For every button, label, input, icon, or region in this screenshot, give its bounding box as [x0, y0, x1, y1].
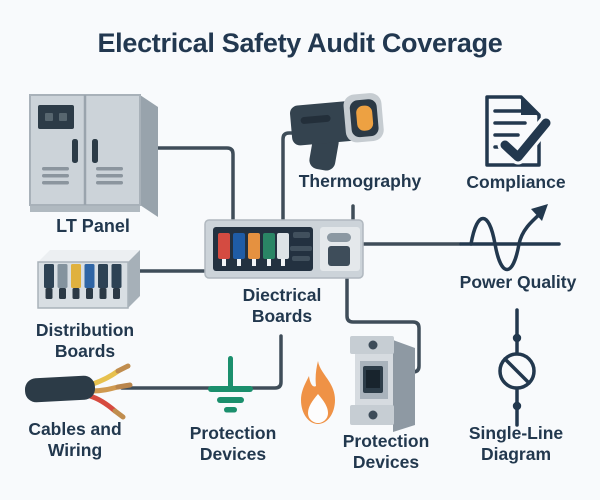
label-cables-wiring: Cables and Wiring [28, 419, 122, 460]
distribution-breakers [44, 264, 122, 299]
label-electrical-boards: Diectrical Boards [242, 285, 322, 326]
thermal-camera-icon [290, 93, 384, 171]
panel-breakers [218, 233, 289, 266]
label-power-quality: Power Quality [459, 272, 577, 292]
label-distribution-boards: Distribution Boards [35, 320, 135, 361]
label-protection-devices-earthing: Protection Devices [189, 423, 277, 464]
connector-cables-earthing [120, 334, 283, 390]
label-protection-devices-breaker: Protection Devices [342, 431, 430, 472]
label-compliance: Compliance [466, 172, 566, 192]
label-thermography: Thermography [298, 171, 422, 191]
page-title: Electrical Safety Audit Coverage [97, 28, 503, 58]
earthing-symbol-icon [208, 356, 253, 413]
checklist-check-icon [485, 95, 554, 167]
label-single-line-diagram: Single-Line Diagram [468, 423, 564, 464]
connector-thermography [281, 131, 320, 222]
connector-lt-panel [143, 146, 235, 222]
label-lt-panel: LT Panel [56, 216, 130, 236]
stripped-cable-icon [24, 363, 133, 420]
distribution-board-icon [37, 250, 140, 309]
sine-wave-arrow-icon [459, 204, 561, 272]
connector-breaker [345, 277, 421, 374]
breaker-panel-icon [204, 219, 364, 279]
single-line-symbol-icon [498, 308, 536, 427]
circuit-breaker-icon [350, 336, 415, 432]
flame-icon [301, 361, 335, 424]
electrical-cabinet-icon [29, 94, 158, 217]
